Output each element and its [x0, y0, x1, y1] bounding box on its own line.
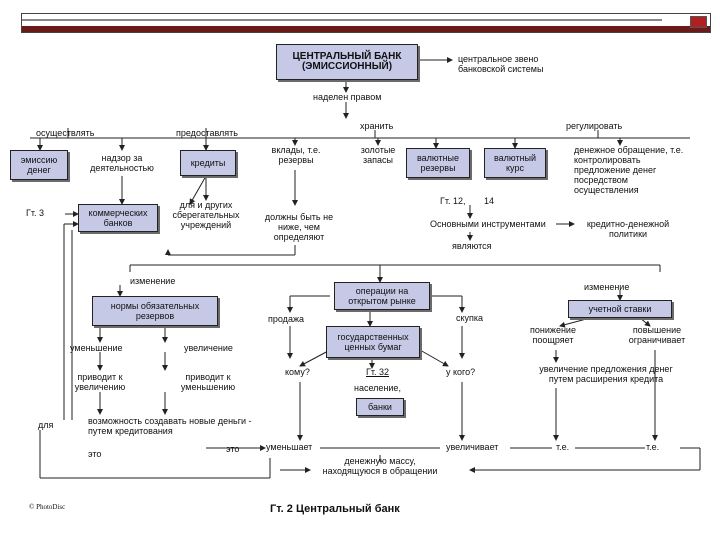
reserve-norms-box: нормы обязательных резервов [92, 296, 218, 326]
exchange-rate-label: валютный курс [493, 153, 537, 173]
emission-box: эмиссию денег [10, 150, 68, 180]
increases-text: увеличивает [446, 442, 499, 452]
ref14-text: 14 [484, 196, 495, 206]
implement-text: осуществлять [36, 128, 95, 138]
ref32-text: Гт. 32 [366, 367, 390, 377]
open-market-label: операции на открытом рынке [348, 286, 416, 306]
gold-reserves-text: золотые запасы [360, 145, 396, 165]
sale-text: продажа [268, 314, 304, 324]
title-bar [21, 13, 711, 33]
title-stripe [22, 26, 710, 32]
must-be-text: должны быть не ниже, чем определяют [264, 212, 334, 242]
for-others-text: для и других сберегательных учреждений [172, 200, 240, 230]
emission-label: эмиссию денег [20, 155, 58, 175]
change-left-text: изменение [130, 276, 176, 286]
reserve-norms-label: нормы обязательных резервов [110, 301, 200, 321]
supply-increase-text: увеличение предложения денег путем расши… [539, 364, 673, 384]
discount-rate-box: учетной ставки [568, 300, 672, 318]
decrease-encourages-text: понижение поощряет [530, 325, 576, 345]
discount-rate-label: учетной ставки [588, 304, 652, 314]
leads-decrease-text: приводит к уменьшению [180, 372, 236, 392]
change-right-text: изменение [584, 282, 630, 292]
ref3-text: Гт. 3 [26, 208, 45, 218]
currency-reserves-label: валютные резервы [416, 153, 460, 173]
deposits-text: вклады, т.е. резервы [271, 145, 321, 165]
commercial-banks-label: коммерческих банков [88, 208, 148, 228]
commercial-banks-box: коммерческих банков [78, 204, 158, 232]
from-whom-text: у кого? [446, 367, 476, 377]
central-bank-label: ЦЕНТРАЛЬНЫЙ БАНК (ЭМИССИОННЫЙ) [292, 51, 402, 72]
regulate-text: регулировать [566, 121, 623, 131]
endowed-text: наделен правом [313, 92, 382, 102]
credit-policy-text: кредитно-денежной политики [586, 219, 670, 239]
title-square [690, 16, 707, 28]
gov-securities-box: государственных ценных бумаг [326, 326, 420, 358]
reduces-text: уменьшает [266, 442, 313, 452]
open-market-box: операции на открытом рынке [334, 282, 430, 310]
provide-text: предоставлять [176, 128, 238, 138]
increase-limits-text: повышение ограничивает [628, 325, 686, 345]
banks-label: банки [368, 402, 392, 412]
page-caption: Гт. 2 Центральный банк [270, 503, 400, 515]
population-text: население, [354, 383, 401, 393]
title-line [22, 19, 662, 21]
gov-securities-label: государственных ценных бумаг [337, 332, 409, 352]
this-mid-text: это [226, 444, 240, 454]
main-tools-text: Основными инструментами [430, 219, 546, 229]
photodisc-logo: © PhotoDisc [29, 503, 66, 511]
ie-right-text: т.е. [646, 442, 660, 452]
supervision-text: надзор за деятельностью [90, 153, 154, 173]
credits-box: кредиты [180, 150, 236, 176]
decrease-text: уменьшение [70, 343, 123, 353]
for-label-text: для [38, 420, 54, 430]
this-left-text: это [88, 449, 102, 459]
are-text: являются [452, 241, 492, 251]
to-whom-text: кому? [285, 367, 310, 377]
credits-label: кредиты [190, 158, 226, 168]
purchase-text: скупка [456, 313, 484, 323]
leads-increase-text: приводит к увеличению [74, 372, 126, 392]
possibility-text: возможность создавать новые деньги - пут… [88, 416, 252, 436]
ref12-text: Гт. 12, [440, 196, 466, 206]
exchange-rate-box: валютный курс [484, 148, 546, 178]
currency-reserves-box: валютные резервы [406, 148, 470, 178]
store-text: хранить [360, 121, 394, 131]
money-mass-text: денежную массу, находящуюся в обращении [322, 456, 438, 476]
ie-left-text: т.е. [556, 442, 570, 452]
increase-text: увеличение [184, 343, 233, 353]
central-bank-box: ЦЕНТРАЛЬНЫЙ БАНК (ЭМИССИОННЫЙ) [276, 44, 418, 80]
banks-box: банки [356, 398, 404, 416]
money-circulation-text: денежное обращение, т.е. контролировать … [574, 145, 684, 195]
central-link-text: центральное звено банковской системы [458, 54, 544, 74]
